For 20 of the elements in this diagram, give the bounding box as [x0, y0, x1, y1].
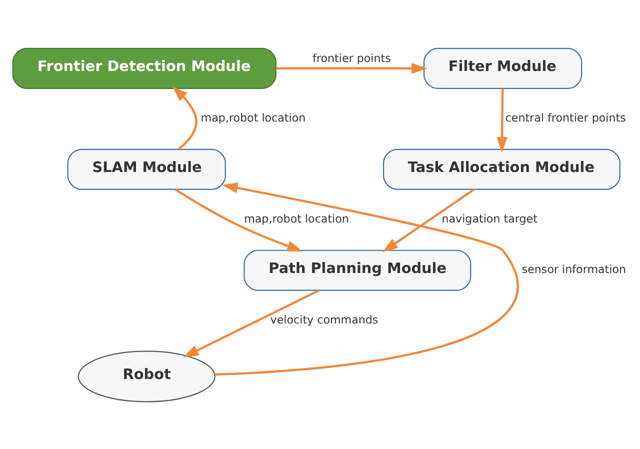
node-box: Task Allocation Module: [382, 148, 620, 190]
arrow: [382, 188, 474, 252]
arrow: [172, 86, 198, 150]
edge-label: central frontier points: [505, 111, 626, 124]
arrow: [183, 289, 320, 357]
node-box: Path Planning Module: [244, 249, 472, 290]
arrow: [496, 88, 508, 152]
node-box: Filter Module: [423, 47, 582, 88]
node-ellipse: Robot: [78, 350, 216, 402]
node-box: Frontier Detection Module: [12, 47, 276, 88]
arrow: [276, 62, 428, 74]
edge-label: velocity commands: [270, 313, 378, 326]
arrow: [174, 188, 303, 251]
edge-label: map,robot location: [200, 111, 306, 124]
edge-label: sensor information: [522, 262, 626, 276]
edge-label: map,robot location: [244, 212, 349, 226]
node-box: SLAM Module: [67, 148, 226, 190]
edge-label: frontier points: [312, 51, 391, 64]
edge-label: navigation target: [442, 212, 538, 226]
arrow: [214, 182, 518, 376]
